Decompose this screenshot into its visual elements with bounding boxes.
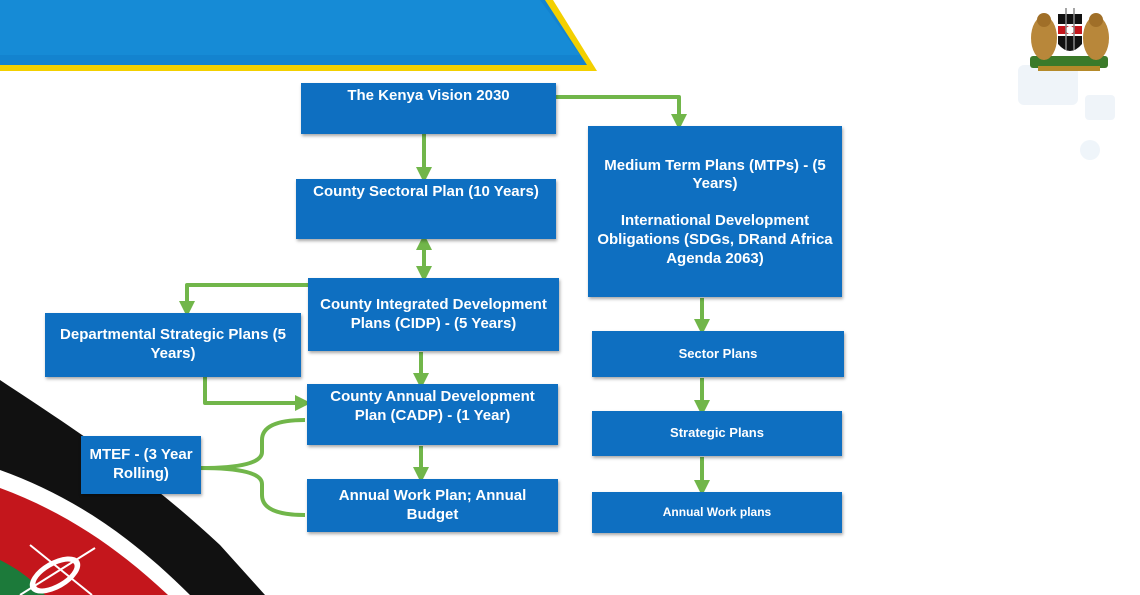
node-mtp-label: Medium Term Plans (MTPs) - (5 Years) [604,156,826,193]
node-kenya-vision-2030: The Kenya Vision 2030 [301,83,556,134]
node-county-sectoral-plan: County Sectoral Plan (10 Years) [296,179,556,239]
kenya-coat-of-arms-icon [1030,8,1109,71]
node-cidp-label: County Integrated Development Plans (CID… [320,295,547,332]
node-cadp: County Annual Development Plan (CADP) - … [307,384,558,445]
watermark-decor [1018,65,1115,160]
arrow-dept-to-cadp [203,377,311,411]
node-departmental-strategic-plans: Departmental Strategic Plans (5 Years) [45,313,301,377]
node-sector-plans-label: Sector Plans [678,345,758,361]
node-annual-work-plan-budget-label: Annual Work Plan; Annual Budget [338,486,527,523]
node-sector-plans: Sector Plans [592,331,844,377]
node-annual-work-plans: Annual Work plans [592,492,842,533]
arrow-cidp-to-dept [179,283,308,317]
node-strategic-plans: Strategic Plans [592,411,842,456]
node-annual-work-plan-budget: Annual Work Plan; Annual Budget [307,479,558,532]
node-cadp-label: County Annual Development Plan (CADP) - … [330,388,535,424]
mtef-brace [198,418,306,517]
node-mtef-label: MTEF - (3 Year Rolling) [89,446,193,482]
node-cidp: County Integrated Development Plans (CID… [308,278,559,351]
node-annual-work-plans-label: Annual Work plans [662,505,772,519]
arrow-vision-to-mtp [556,95,687,130]
node-mtef: MTEF - (3 Year Rolling) [81,436,201,494]
node-departmental-strategic-plans-label: Departmental Strategic Plans (5 Years) [60,326,286,362]
node-medium-term-plans: Medium Term Plans (MTPs) - (5 Years) Int… [588,126,842,297]
node-kenya-vision-2030-label: The Kenya Vision 2030 [347,87,510,104]
node-county-sectoral-plan-label: County Sectoral Plan (10 Years) [313,183,539,200]
node-strategic-plans-label: Strategic Plans [670,425,764,441]
header-banner [0,0,597,71]
node-international-obligations-label: International Development Obligations (S… [597,212,833,267]
